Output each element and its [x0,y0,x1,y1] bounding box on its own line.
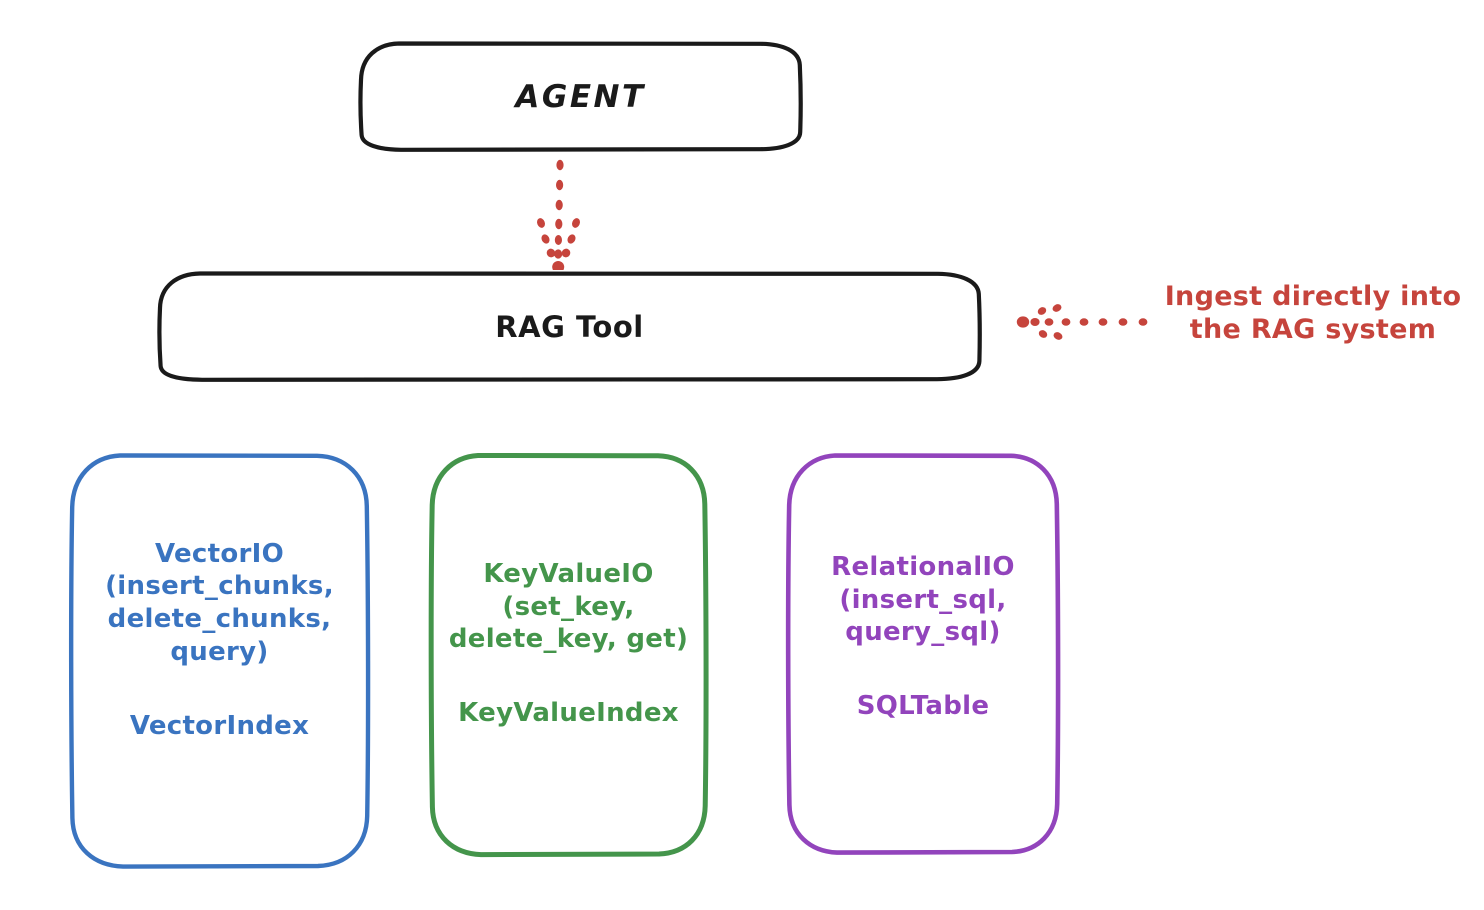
agent-label: AGENT [515,78,646,115]
connector-ingest-arrow [1015,296,1150,346]
dotted-left-arrow-icon [1016,304,1148,340]
relational-io-title: RelationalIO (insert_sql, query_sql) [831,551,1015,648]
node-key-value-io[interactable]: KeyValueIO (set_key, delete_key, get) Ke… [428,452,709,858]
ingest-annotation-text: Ingest directly into the RAG system [1164,281,1462,346]
key-value-index-label: KeyValueIndex [458,698,679,729]
dotted-down-arrow-icon [537,159,580,273]
rag-tool-label: RAG Tool [495,309,644,344]
sql-table-label: SQLTable [856,691,990,722]
vector-index-label: VectorIndex [129,710,310,741]
vector-io-title: VectorIO (insert_chunks, delete_chunks, … [105,538,334,667]
node-vector-io[interactable]: VectorIO (insert_chunks, delete_chunks, … [68,452,371,870]
key-value-io-title: KeyValueIO (set_key, delete_key, get) [448,558,689,655]
connector-agent-to-rag-tool [505,155,615,273]
node-rag-tool[interactable]: RAG Tool [156,270,983,383]
node-agent[interactable]: AGENT [357,40,804,153]
node-relational-io[interactable]: RelationalIO (insert_sql, query_sql) SQL… [785,452,1061,856]
